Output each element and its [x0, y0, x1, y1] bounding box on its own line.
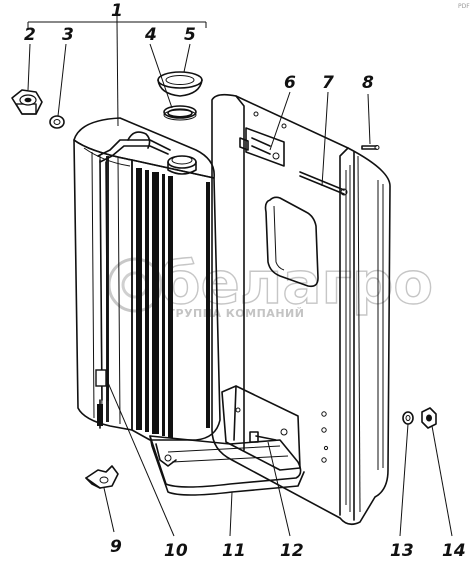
- watermark: белагро ГРУППА КОМПАНИЙ: [107, 248, 434, 320]
- label-14: 14: [442, 541, 466, 561]
- label-12: 12: [280, 541, 304, 561]
- label-3: 3: [62, 25, 74, 45]
- label-7: 7: [322, 73, 334, 93]
- label-13: 13: [390, 541, 414, 561]
- label-4: 4: [144, 25, 157, 45]
- label-10: 10: [164, 541, 188, 561]
- pin: [361, 145, 380, 150]
- strap-bracket: [239, 127, 285, 167]
- leader-lines: [27, 21, 453, 537]
- watermark-text: белагро: [160, 249, 433, 317]
- filler-cap: [157, 71, 203, 97]
- callout-labels: 1 2 3 4 5 6 7 8 9 10 11 12 13 14: [24, 1, 466, 561]
- watermark-subtext: ГРУППА КОМПАНИЙ: [168, 307, 304, 320]
- nut-right: [421, 407, 437, 429]
- label-8: 8: [362, 73, 374, 93]
- label-5: 5: [184, 25, 196, 45]
- mounting-plate: [211, 93, 391, 526]
- corner-mark: PDF: [458, 3, 470, 10]
- label-9: 9: [110, 537, 122, 557]
- canister: [73, 117, 221, 467]
- label-2: 2: [24, 25, 36, 45]
- hex-nut: [11, 89, 43, 115]
- label-1: 1: [111, 1, 123, 21]
- label-6: 6: [284, 73, 296, 93]
- label-11: 11: [222, 541, 246, 561]
- wing-nut: [85, 465, 119, 489]
- washer: [49, 115, 65, 129]
- washer-right: [402, 411, 414, 425]
- gasket-ring: [163, 105, 197, 121]
